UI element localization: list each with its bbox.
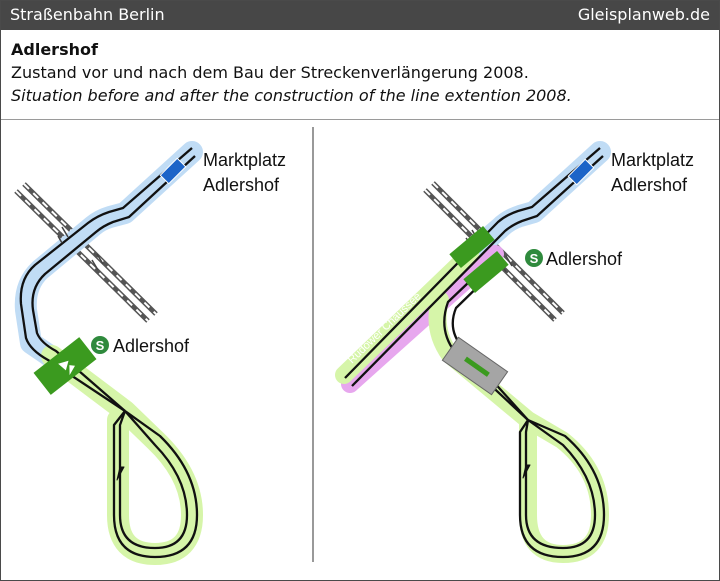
right-stop-gray (441, 336, 509, 396)
s-bahn-symbol: S (96, 338, 105, 353)
right-stop-s-bahn-upper (449, 225, 495, 269)
left-green-area (41, 345, 203, 565)
right-stop-name-1: Marktplatz (611, 150, 694, 170)
left-railway (14, 182, 158, 323)
right-s-bahn-label: Adlershof (546, 249, 623, 269)
left-stop-marktplatz (159, 157, 187, 185)
left-s-bahn-label: Adlershof (113, 336, 190, 356)
header-divider (1, 119, 719, 120)
right-tracks (344, 147, 606, 559)
right-blue-area (459, 141, 611, 265)
left-bridge (57, 226, 104, 271)
s-bahn-icon (525, 249, 543, 267)
right-s-bahn-sign: S Adlershof (525, 249, 623, 269)
s-bahn-symbol: S (530, 251, 539, 266)
title-bar: Straßenbahn Berlin Gleisplanweb.de (1, 1, 719, 30)
right-green-area (335, 245, 609, 563)
right-stop-name-2: Adlershof (611, 175, 688, 195)
diagram-title: Adlershof (11, 40, 98, 59)
right-stop-s-bahn-lower (463, 250, 509, 294)
left-tracks (19, 147, 199, 559)
left-stop-s-bahn (33, 337, 97, 395)
left-s-bahn-sign: S Adlershof (91, 336, 190, 356)
subtitle-english: Situation before and after the construct… (11, 86, 572, 105)
subtitle-german: Zustand vor und nach dem Bau der Strecke… (11, 63, 529, 82)
left-blue-area (14, 141, 203, 367)
s-bahn-icon (91, 336, 109, 354)
site-title: Straßenbahn Berlin (10, 5, 165, 24)
site-name[interactable]: Gleisplanweb.de (577, 5, 710, 24)
right-panel: Rudower Chaussee Marktplatz Adlershof S … (335, 141, 694, 563)
left-stop-name-2: Adlershof (203, 175, 280, 195)
left-panel: Marktplatz Adlershof S Adlershof (14, 141, 286, 565)
diagram-header: Adlershof Zustand vor und nach dem Bau d… (11, 39, 572, 107)
right-stop-marktplatz (567, 158, 595, 186)
left-stop-name-1: Marktplatz (203, 150, 286, 170)
